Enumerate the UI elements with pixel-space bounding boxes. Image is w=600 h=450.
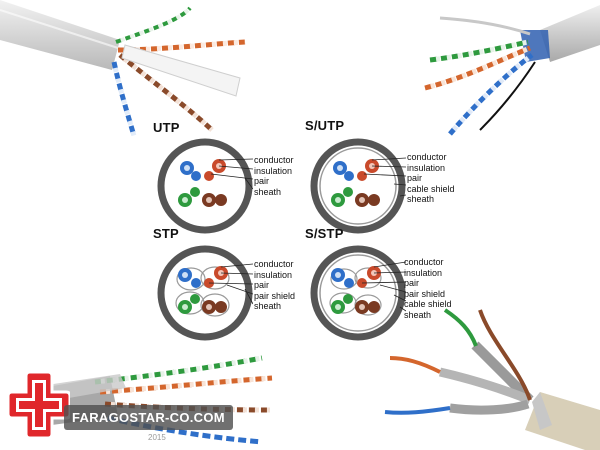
cable-title-sstp: S/STP bbox=[305, 226, 344, 241]
legend-label: cable shield bbox=[404, 299, 452, 309]
watermark-brand: FARAGOSTAR-CO.COM bbox=[64, 405, 233, 430]
sstp-legend: conductor insulation pair pair shield ca… bbox=[404, 257, 452, 320]
legend-label: cable shield bbox=[407, 183, 455, 194]
stp-cross-section bbox=[157, 245, 253, 341]
sutp-cross-section bbox=[310, 138, 406, 234]
legend-label: pair shield bbox=[404, 288, 446, 299]
legend-label: insulation bbox=[404, 267, 443, 278]
sstp-cable-photo bbox=[384, 308, 600, 450]
cable-title-stp: STP bbox=[153, 226, 179, 241]
legend-label: insulation bbox=[407, 162, 446, 173]
legend-label: pair bbox=[254, 176, 270, 186]
legend-label: pair bbox=[404, 278, 420, 288]
legend-label: pair shield bbox=[254, 290, 296, 301]
cable-title-utp: UTP bbox=[153, 120, 180, 135]
stp-legend: conductor insulation pair pair shield sh… bbox=[254, 259, 295, 312]
utp-cable-photo bbox=[0, 0, 246, 137]
red-cross-icon bbox=[8, 370, 70, 440]
sutp-legend: conductor insulation pair cable shield s… bbox=[407, 152, 455, 205]
legend-label: sheath bbox=[404, 309, 432, 320]
legend-label: conductor bbox=[404, 257, 444, 267]
utp-cross-section bbox=[157, 138, 253, 234]
legend-label: conductor bbox=[254, 259, 294, 269]
legend-label: conductor bbox=[254, 155, 294, 165]
legend-label: insulation bbox=[254, 165, 293, 176]
legend-label: sheath bbox=[254, 186, 282, 197]
cable-title-sutp: S/UTP bbox=[305, 118, 345, 133]
legend-label: conductor bbox=[407, 152, 447, 162]
watermark-year: 2015 bbox=[148, 433, 166, 442]
sstp-cross-section bbox=[310, 245, 406, 341]
legend-label: pair bbox=[254, 280, 270, 290]
legend-label: pair bbox=[407, 173, 423, 183]
sutp-cable-photo bbox=[424, 5, 600, 136]
legend-label: insulation bbox=[254, 269, 293, 280]
legend-label: sheath bbox=[407, 194, 435, 204]
legend-label: sheath bbox=[254, 301, 282, 311]
utp-legend: conductor insulation pair sheath bbox=[254, 155, 294, 197]
